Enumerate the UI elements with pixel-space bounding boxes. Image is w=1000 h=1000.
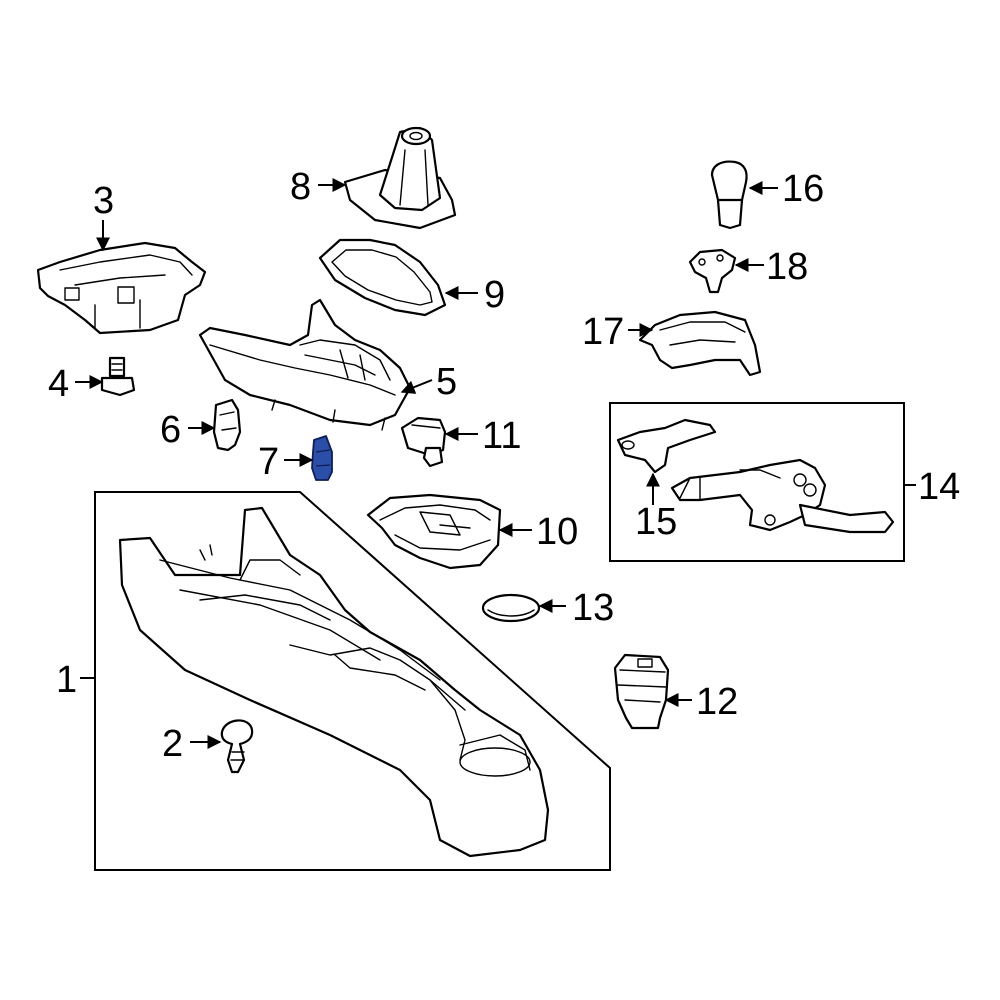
callout-5[interactable]: 5 bbox=[436, 361, 457, 403]
callout-4[interactable]: 4 bbox=[48, 363, 69, 405]
console-group-box bbox=[94, 491, 611, 871]
switch-part[interactable] bbox=[400, 416, 447, 468]
callout-14[interactable]: 14 bbox=[918, 466, 960, 508]
callout-15[interactable]: 15 bbox=[635, 501, 677, 543]
callout-7[interactable]: 7 bbox=[258, 441, 279, 483]
shift-knob-part[interactable] bbox=[710, 160, 748, 230]
trim-ring-part[interactable] bbox=[318, 238, 447, 317]
knob-insert-part[interactable] bbox=[688, 248, 737, 294]
callout-10[interactable]: 10 bbox=[536, 511, 578, 553]
callout-6[interactable]: 6 bbox=[160, 409, 181, 451]
parking-brake-lever-part[interactable] bbox=[670, 458, 895, 534]
shift-boot-part[interactable] bbox=[343, 126, 457, 230]
console-panel-part[interactable] bbox=[198, 298, 412, 431]
clip-bracket-part[interactable] bbox=[212, 398, 242, 452]
push-clip-part[interactable] bbox=[220, 719, 254, 774]
callout-2[interactable]: 2 bbox=[162, 723, 183, 765]
shifter-base-part[interactable] bbox=[638, 310, 762, 377]
parking-brake-group-box bbox=[609, 402, 905, 562]
callout-13[interactable]: 13 bbox=[572, 587, 614, 629]
console-body-part[interactable] bbox=[118, 506, 550, 858]
callout-9[interactable]: 9 bbox=[484, 274, 505, 316]
bolt-part[interactable] bbox=[100, 356, 136, 397]
highlighted-bracket-part[interactable] bbox=[311, 435, 333, 481]
switch-module-part[interactable] bbox=[613, 653, 670, 730]
storage-bin-part[interactable] bbox=[366, 493, 502, 570]
release-button-cover-part[interactable] bbox=[616, 418, 717, 474]
leader-5 bbox=[400, 379, 433, 394]
callout-3[interactable]: 3 bbox=[93, 180, 114, 222]
callout-8[interactable]: 8 bbox=[290, 166, 311, 208]
callout-11[interactable]: 11 bbox=[482, 415, 521, 457]
callout-17[interactable]: 17 bbox=[582, 311, 624, 353]
bezel-bracket-part[interactable] bbox=[36, 241, 207, 335]
callout-12[interactable]: 12 bbox=[696, 681, 738, 723]
cap-part[interactable] bbox=[481, 593, 541, 623]
callout-1[interactable]: 1 bbox=[56, 659, 77, 701]
callout-18[interactable]: 18 bbox=[766, 246, 808, 288]
callout-16[interactable]: 16 bbox=[782, 168, 824, 210]
